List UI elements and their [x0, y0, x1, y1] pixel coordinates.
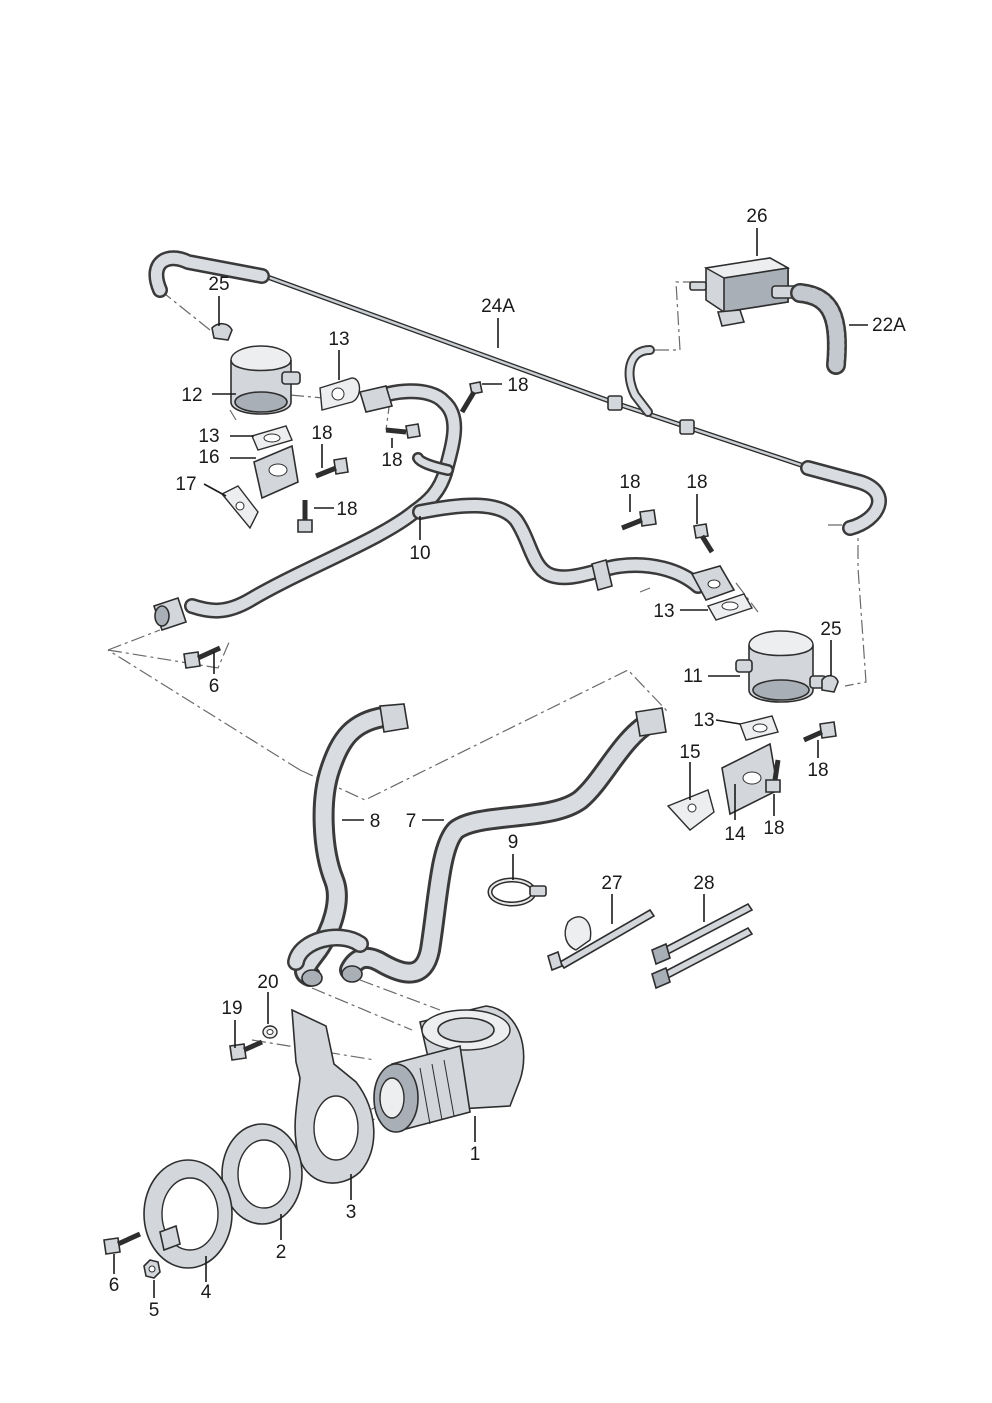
nut-5: [143, 1259, 161, 1279]
hose-7: [287, 707, 667, 984]
combi-valve-12: [211, 322, 301, 415]
rubber-ring-2: [221, 1123, 303, 1225]
label-2: 2: [276, 1242, 287, 1263]
label-19: 19: [221, 998, 242, 1019]
secondary-air-pump-1: [373, 1005, 525, 1133]
plate-17: [220, 485, 259, 530]
holder-4: [143, 1159, 233, 1269]
label-9: 9: [508, 832, 519, 853]
bolt-18-a: [459, 381, 483, 414]
bolt-6-lower: [103, 1231, 142, 1255]
cable-tie-27: [547, 908, 656, 972]
label-13-right-b: 13: [693, 710, 714, 731]
bolt-18-f: [693, 523, 715, 554]
bolt-6-upper: [183, 645, 222, 669]
label-13-upper-a: 13: [328, 329, 349, 350]
combi-valve-11: [735, 630, 839, 703]
label-26: 26: [746, 206, 767, 227]
label-1: 1: [470, 1144, 481, 1165]
holder-3: [291, 1008, 375, 1184]
gasket-13-upper-right: [319, 377, 361, 411]
label-18-e: 18: [619, 472, 640, 493]
vacuum-line-24a: [148, 250, 887, 536]
label-18-b: 18: [311, 423, 332, 444]
bolt-18-e: [621, 509, 657, 531]
label-12: 12: [181, 385, 202, 406]
plate-15: [666, 789, 715, 831]
label-14: 14: [724, 824, 746, 845]
bolt-18-d: [297, 500, 313, 533]
hose-8: [294, 703, 409, 987]
label-22a: 22A: [872, 315, 906, 336]
bolt-18-b: [385, 423, 421, 439]
label-27: 27: [601, 873, 622, 894]
cable-tie-28: [651, 902, 754, 990]
label-5: 5: [149, 1300, 160, 1321]
label-24a: 24A: [481, 296, 515, 317]
label-6-upper: 6: [209, 676, 220, 697]
label-13-right-a: 13: [653, 601, 674, 622]
washer-20: [262, 1025, 278, 1039]
label-13-upper-b: 13: [198, 426, 219, 447]
label-18-d: 18: [336, 499, 357, 520]
label-16: 16: [198, 447, 219, 468]
leader-lines: [113, 228, 868, 1298]
label-18-f: 18: [686, 472, 707, 493]
solenoid-valve-26: [689, 257, 799, 327]
gasket-13-upper-left: [251, 425, 293, 451]
label-17: 17: [175, 474, 196, 495]
gasket-13-right-upper: [706, 593, 754, 621]
label-6-lower: 6: [109, 1275, 120, 1296]
label-8: 8: [370, 811, 381, 832]
label-18-g: 18: [807, 760, 828, 781]
label-20: 20: [257, 972, 278, 993]
bolt-18-h: [765, 759, 781, 793]
label-3: 3: [346, 1202, 357, 1223]
callout-labels: 26 22A 24A 25 13 12 18 13 18 16 18 17 18…: [109, 206, 906, 1321]
bolt-18-c: [315, 457, 349, 479]
label-10: 10: [409, 543, 430, 564]
label-4: 4: [201, 1282, 212, 1303]
bracket-16: [253, 444, 299, 500]
label-11: 11: [683, 666, 703, 687]
label-18-a: 18: [507, 375, 528, 396]
gasket-13-right-lower: [739, 715, 779, 741]
label-15: 15: [679, 742, 700, 763]
bolt-19: [229, 1039, 264, 1061]
bolts: [103, 381, 837, 1279]
air-pipe-10: [152, 383, 736, 632]
label-18-h: 18: [763, 818, 784, 839]
label-28: 28: [693, 873, 714, 894]
vacuum-hose-22a: [790, 283, 847, 375]
label-18-c: 18: [381, 450, 402, 471]
label-25-upper: 25: [208, 274, 229, 295]
label-7: 7: [406, 811, 417, 832]
label-25-right: 25: [820, 619, 841, 640]
hose-clamp-9: [487, 877, 547, 907]
bolt-18-g: [802, 721, 837, 743]
bracket-14: [721, 742, 779, 816]
